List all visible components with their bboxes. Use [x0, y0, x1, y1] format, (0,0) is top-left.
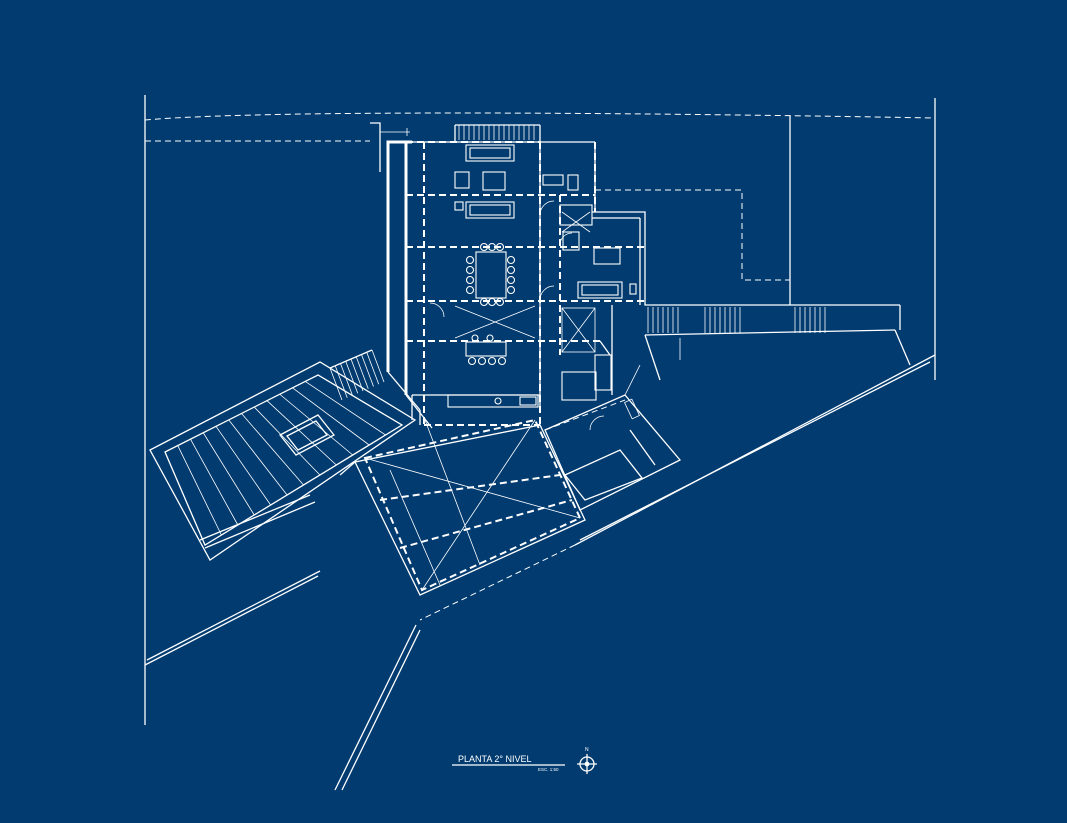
roof-stripe [292, 387, 370, 446]
chair [487, 242, 497, 252]
chair [467, 356, 477, 366]
chair [506, 265, 516, 275]
scale-note: ESC. 1:50 [538, 767, 559, 772]
north-label: N [585, 747, 589, 753]
chair [506, 255, 516, 265]
stair-tread [340, 363, 353, 396]
terrace-stairs [647, 307, 826, 333]
roof-stripe [215, 426, 271, 506]
stair-tread [329, 367, 343, 401]
chair [479, 297, 489, 307]
main-entry-stairs [455, 124, 540, 140]
chair [477, 356, 487, 366]
door-swings [429, 200, 605, 431]
chair [487, 297, 497, 307]
title-block: PLANTA 2° NIVEL ESC. 1:50 [452, 754, 565, 772]
furniture [447, 144, 637, 408]
connecting-walls [339, 305, 613, 476]
stair-tread [355, 356, 369, 389]
chair [506, 275, 516, 285]
main-wing-grid [406, 141, 645, 426]
middle-pavilion [354, 418, 586, 596]
left-striped-wing [149, 361, 417, 561]
stair-tread [361, 354, 374, 387]
roof-stripe [241, 413, 304, 486]
main-wing-walls [386, 125, 596, 410]
void-marks [454, 211, 596, 353]
chair [479, 242, 489, 252]
roof-stripe [279, 393, 354, 456]
chair [465, 285, 475, 295]
upper-terrace [592, 189, 911, 381]
roof-stripe [228, 419, 288, 496]
chair [465, 265, 475, 275]
roof-stripe [305, 381, 386, 436]
chair [465, 255, 475, 265]
stair-tread [334, 365, 348, 398]
roof-stripe [253, 406, 321, 476]
roof-stripe [190, 438, 239, 526]
chair [486, 334, 494, 342]
drawing-title: PLANTA 2° NIVEL [458, 754, 531, 764]
stair-tread [350, 358, 364, 392]
north-arrow-icon: N [577, 747, 597, 774]
chair [497, 356, 507, 366]
chair [471, 334, 479, 342]
site-diagonal-lines [144, 354, 936, 791]
roof-stripe [317, 374, 403, 426]
stair-tread [366, 352, 380, 385]
chair [495, 242, 505, 252]
wing-stairs [329, 349, 385, 401]
roof-stripe [202, 432, 255, 516]
chair [495, 297, 505, 307]
stair-tread [345, 361, 359, 394]
roof-stripe [164, 451, 206, 546]
stair-tread [371, 349, 385, 383]
site-boundary [144, 95, 936, 725]
chair [465, 275, 475, 285]
chair [506, 285, 516, 295]
roof-stripe [266, 400, 337, 466]
right-pavilion [544, 364, 682, 511]
chair [487, 356, 497, 366]
roof-stripe [177, 445, 222, 536]
